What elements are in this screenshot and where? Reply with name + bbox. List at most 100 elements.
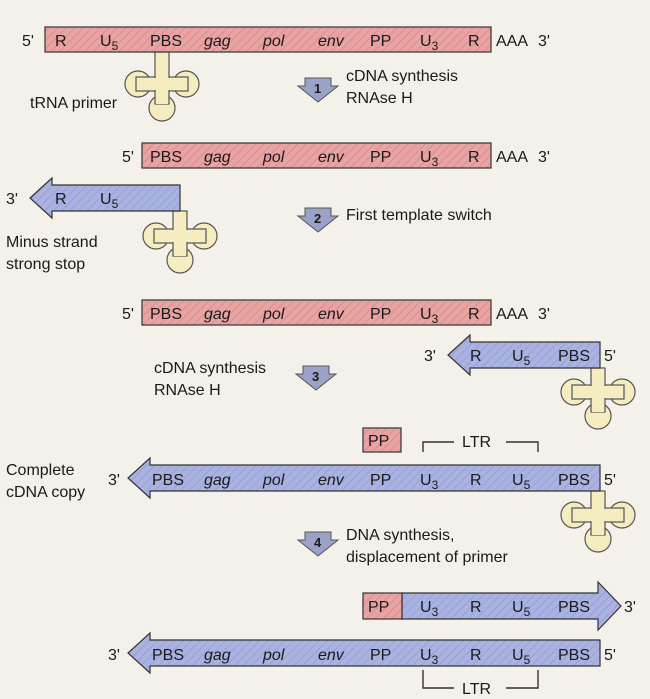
row-complete-cdna: 3' PBS gag pol env PP U3 R U5 PBS 5' [108, 456, 616, 500]
row-rna-template-2: 5' PBS gag pol env PP U3 R AAA 3' [122, 299, 550, 326]
segment-PBS: PBS [558, 348, 590, 365]
segment-U3: U3 [420, 647, 439, 667]
end-label-5prime: 5' [604, 472, 616, 489]
segment-gag: gag [204, 306, 231, 323]
ltr-label: LTR [462, 681, 491, 698]
trna-core [174, 212, 186, 256]
segment-U3: U3 [420, 599, 439, 619]
segment-U5: U5 [512, 348, 531, 368]
dna-arrow [127, 631, 601, 675]
end-label-3prime: 3' [6, 191, 18, 208]
segment-env: env [318, 472, 345, 489]
end-label-5prime: 5' [604, 348, 616, 365]
trna-primer-cloverleaf-3 [560, 367, 636, 430]
segment-R: R [55, 33, 67, 50]
rna-bar [141, 142, 492, 169]
segment-env: env [318, 647, 345, 664]
segment-U3: U3 [420, 306, 439, 326]
segment-PP: PP [368, 599, 389, 616]
ltr-label: LTR [462, 434, 491, 451]
end-label-5prime: 5' [122, 149, 134, 166]
step-2: 2 First template switch [296, 207, 492, 233]
segment-PP: PP [370, 306, 391, 323]
segment-PP: PP [370, 149, 391, 166]
segment-pol: pol [262, 647, 285, 664]
row-plus-strand: PP U3 R U5 PBS 3' [362, 580, 636, 632]
poly-a-tail: AAA [496, 33, 528, 50]
segment-R: R [470, 348, 482, 365]
ltr-bracket-top: LTR [422, 434, 539, 452]
step-1-line2: RNAse H [346, 90, 413, 107]
poly-a-tail: AAA [496, 149, 528, 166]
segment-R: R [470, 472, 482, 489]
step-1-line1: cDNA synthesis [346, 68, 458, 85]
segment-R: R [55, 191, 67, 208]
segment-R: R [468, 33, 480, 50]
segment-env: env [318, 33, 345, 50]
end-label-5prime: 5' [122, 306, 134, 323]
step-arrow-shape [294, 365, 338, 391]
step-4: 4 DNA synthesis, displacement of primer [296, 527, 509, 566]
end-label-5prime: 5' [604, 647, 616, 664]
end-label-3prime: 3' [108, 472, 120, 489]
complete-label-line1: Complete [6, 462, 75, 479]
step-2-line1: First template switch [346, 207, 492, 224]
segment-PP: PP [370, 647, 391, 664]
segment-gag: gag [204, 33, 231, 50]
trna-primer-label: tRNA primer [30, 95, 118, 112]
step-number: 1 [314, 81, 321, 96]
segment-U5: U5 [512, 472, 531, 492]
ltr-bracket-bottom: LTR [422, 670, 539, 698]
segment-gag: gag [204, 149, 231, 166]
segment-pol: pol [262, 149, 285, 166]
segment-gag: gag [204, 647, 231, 664]
segment-PP: PP [370, 472, 391, 489]
segment-PBS: PBS [558, 647, 590, 664]
segment-PBS: PBS [152, 647, 184, 664]
ltr-bracket-line [422, 670, 539, 689]
dna-arrow [447, 333, 601, 377]
segment-R: R [470, 599, 482, 616]
complete-label-line2: cDNA copy [6, 484, 85, 501]
segment-pol: pol [262, 306, 285, 323]
segment-pol: pol [262, 472, 285, 489]
segment-env: env [318, 306, 345, 323]
end-label-3prime: 3' [538, 306, 550, 323]
trna-core [592, 492, 604, 535]
segment-PBS: PBS [150, 149, 182, 166]
segment-PBS: PBS [558, 472, 590, 489]
segment-PBS: PBS [150, 306, 182, 323]
step-arrow-2: 2 [296, 207, 340, 233]
trna-core [592, 369, 604, 412]
step-4-line1: DNA synthesis, [346, 527, 454, 544]
end-label-5prime: 5' [22, 33, 34, 50]
minus-strand-label-line1: Minus strand [6, 234, 98, 251]
row-rna-after-rnase: 5' PBS gag pol env PP U3 R AAA 3' [122, 142, 550, 169]
segment-PBS: PBS [150, 33, 182, 50]
segment-R: R [468, 306, 480, 323]
segment-R: R [468, 149, 480, 166]
trna-primer-cloverleaf-1 [124, 51, 200, 122]
step-1: 1 cDNA synthesis RNAse H [296, 68, 458, 107]
step-arrow-1: 1 [296, 77, 340, 103]
row-genomic-rna: 5' R U5 PBS gag pol env PP U3 R AAA 3' [22, 26, 550, 53]
end-label-3prime: 3' [624, 599, 636, 616]
step-3-line1: cDNA synthesis [154, 360, 266, 377]
segment-U5: U5 [512, 599, 531, 619]
step-3-line2: RNAse H [154, 382, 221, 399]
segment-PBS: PBS [152, 472, 184, 489]
end-label-3prime: 3' [538, 149, 550, 166]
segment-U5: U5 [512, 647, 531, 667]
end-label-3prime: 3' [538, 33, 550, 50]
segment-U3: U3 [420, 149, 439, 169]
minus-strand-label-line2: strong stop [6, 256, 85, 273]
step-arrow-shape [296, 207, 340, 233]
segment-R: R [470, 647, 482, 664]
pp-fragment-label: PP [368, 433, 389, 450]
segment-pol: pol [262, 33, 285, 50]
trna-primer-cloverleaf-2 [142, 210, 218, 274]
segment-PP: PP [370, 33, 391, 50]
step-4-line2: displacement of primer [346, 549, 509, 566]
step-arrow-4: 4 [296, 531, 340, 557]
